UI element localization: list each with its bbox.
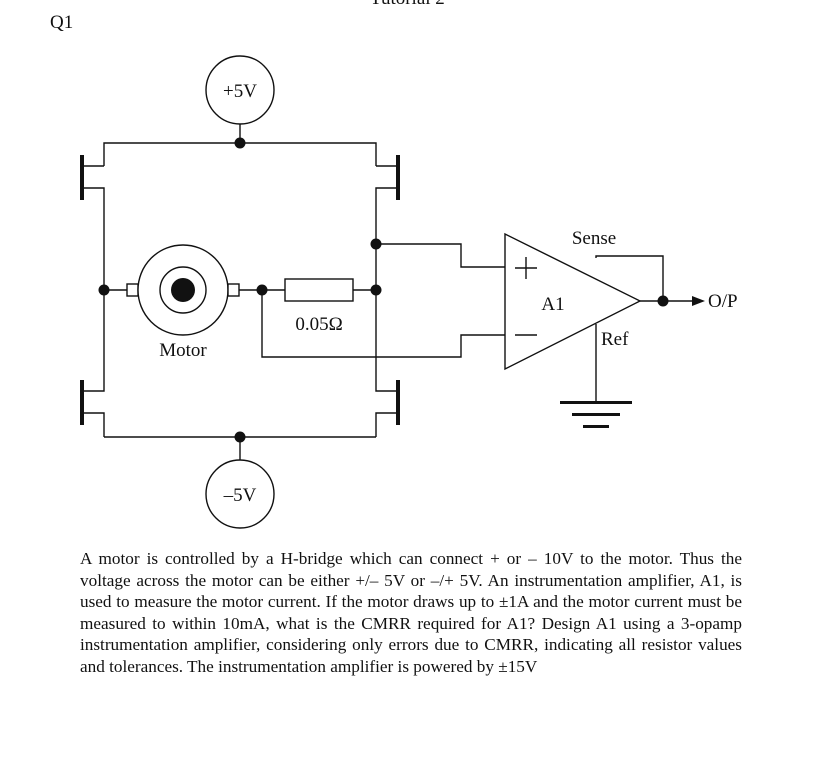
motor-label: Motor: [159, 340, 207, 361]
output-label: O/P: [708, 291, 738, 312]
ref-label: Ref: [601, 329, 629, 350]
motor-left-terminal: [126, 283, 139, 297]
sense-feedback-wire: [595, 255, 664, 301]
problem-statement: A motor is controlled by a H-bridge whic…: [80, 549, 742, 676]
h-bridge-circuit-diagram: +5V –5V Motor 0.05Ω A1 Sense Ref O/P: [80, 55, 738, 529]
sense-resistor-value: 0.05Ω: [295, 314, 342, 335]
question-label: Q1: [50, 12, 74, 33]
node-top-rail: [234, 137, 246, 149]
gate-bar-top-left: [80, 155, 84, 200]
node-right-plus-tap: [370, 238, 382, 250]
right-bottom-wire: [375, 412, 398, 437]
node-bottom-rail: [234, 431, 246, 443]
sense-resistor: [284, 278, 354, 302]
output-arrow-icon: [692, 296, 705, 306]
motor-right-terminal: [227, 283, 240, 297]
left-leg-lower-wire: [82, 290, 105, 392]
plus-input-wire: [376, 243, 505, 268]
negative-supply-label: –5V: [223, 485, 257, 506]
sense-label: Sense: [572, 228, 616, 249]
ground-bar-1: [560, 401, 632, 404]
gate-bar-bottom-right: [396, 380, 400, 425]
transistor-top-right: [375, 165, 398, 290]
negative-supply-symbol: [205, 459, 275, 529]
motor-inner-ring: [159, 266, 207, 314]
node-motor-resistor: [256, 284, 268, 296]
document-header-title: Tutorial 2: [370, 0, 445, 10]
ground-bar-2: [572, 413, 620, 416]
left-bottom-wire: [82, 412, 105, 437]
transistor-top-left: [82, 165, 105, 290]
ground-bar-3: [583, 425, 609, 428]
right-leg-lower-wire: [375, 290, 398, 392]
motor-center-dot: [171, 278, 195, 302]
node-right-middle: [370, 284, 382, 296]
node-left-middle: [98, 284, 110, 296]
gate-bar-bottom-left: [80, 380, 84, 425]
positive-supply-label: +5V: [223, 81, 257, 102]
amplifier-label: A1: [541, 294, 564, 315]
node-output: [657, 295, 669, 307]
instrumentation-amplifier-symbol: [504, 232, 642, 371]
minus-input-wire: [261, 290, 505, 358]
gate-bar-top-right: [396, 155, 400, 200]
